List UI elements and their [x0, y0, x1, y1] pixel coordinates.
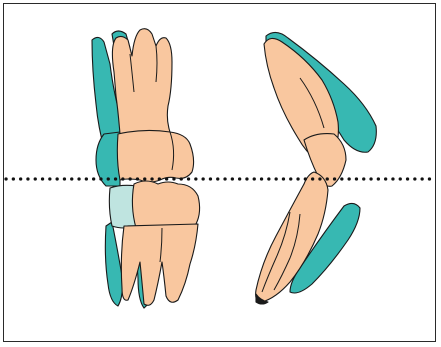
upper-tooth-crown — [117, 130, 193, 182]
right-tooth-group — [256, 32, 377, 304]
left-tooth-group — [92, 29, 200, 308]
lower-left-root-teal — [105, 222, 122, 306]
lower-tooth-crown — [132, 181, 199, 229]
upper-tooth-roots — [112, 29, 172, 134]
lower-tooth-roots — [121, 224, 198, 305]
